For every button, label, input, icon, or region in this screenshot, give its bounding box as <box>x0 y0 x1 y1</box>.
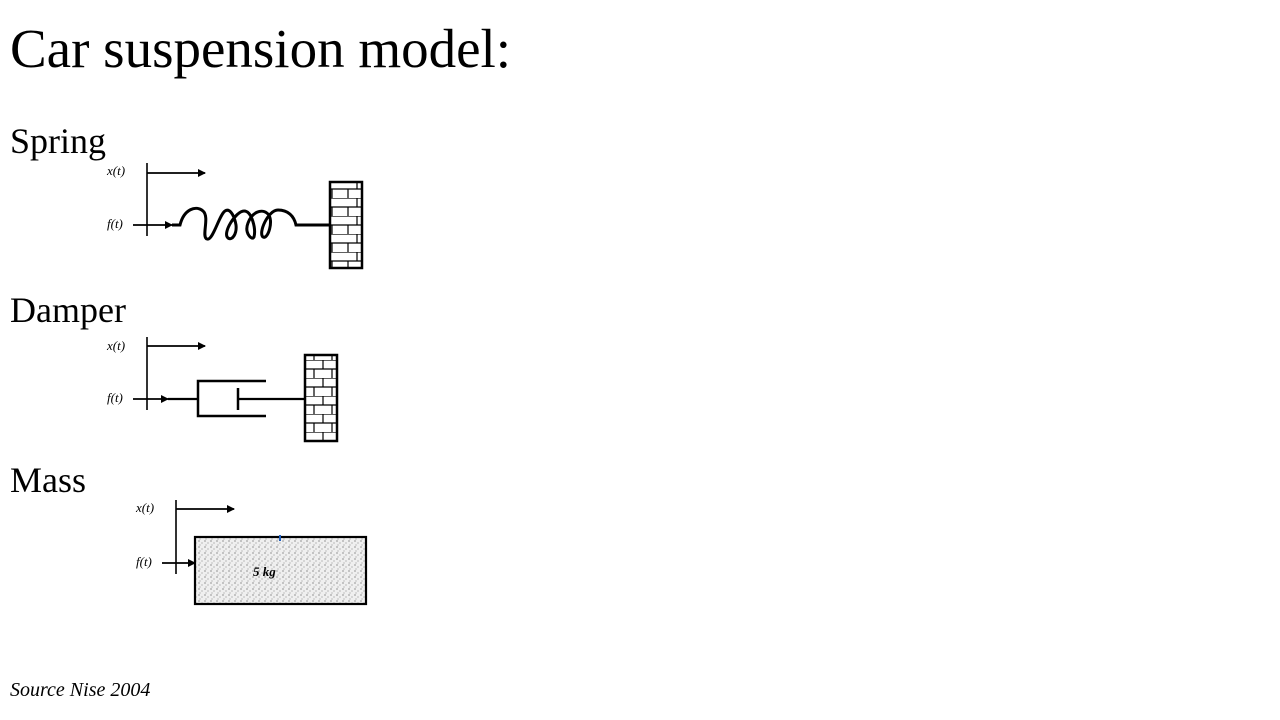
section-label-spring: Spring <box>10 121 107 161</box>
spring-wall <box>328 180 364 270</box>
mass-displacement-label: x(t) <box>135 500 154 515</box>
damper-wall <box>303 353 339 443</box>
damper-diagram: x(t) f(t) <box>106 337 339 443</box>
spring-force-label: f(t) <box>107 216 123 231</box>
mass-value-label: 5 kg <box>253 564 276 579</box>
mass-block <box>193 535 368 606</box>
spring-displacement-label: x(t) <box>106 163 125 178</box>
slide-title: Car suspension model: <box>10 18 512 79</box>
section-label-damper: Damper <box>10 290 126 330</box>
mass-diagram: x(t) f(t) 5 kg <box>135 500 368 606</box>
mass-force-label: f(t) <box>136 554 152 569</box>
spring-diagram: x(t) f(t) <box>106 163 364 270</box>
source-citation: Source Nise 2004 <box>10 679 151 701</box>
damper-force-label: f(t) <box>107 390 123 405</box>
damper-displacement-label: x(t) <box>106 338 125 353</box>
spring-coil <box>172 206 330 241</box>
section-label-mass: Mass <box>10 460 87 500</box>
damper-cylinder <box>196 379 266 418</box>
